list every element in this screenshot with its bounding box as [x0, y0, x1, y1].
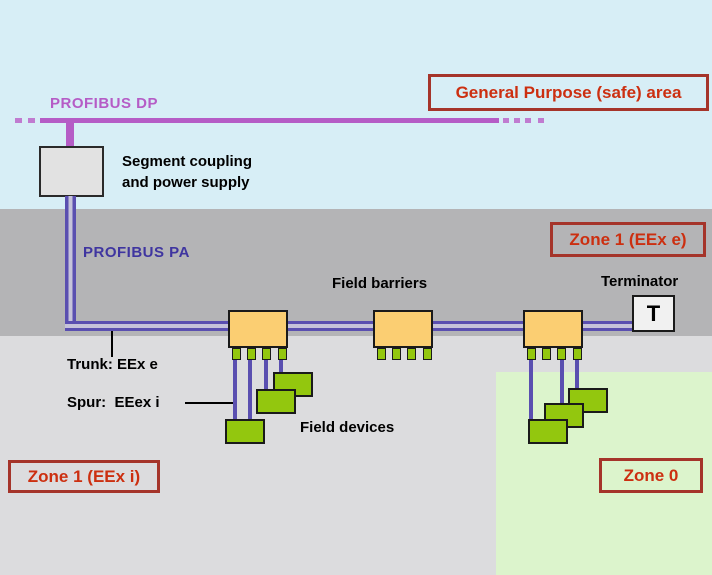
- terminator-box: T: [632, 295, 675, 332]
- field-barrier-box: [373, 310, 433, 348]
- field-devices-label: Field devices: [300, 419, 395, 436]
- barrier-connector-tab: [278, 348, 287, 360]
- dp-drop-line: [66, 121, 74, 149]
- spur-line: [529, 354, 533, 424]
- pa-trunk-horizontal-line: [65, 321, 632, 331]
- barrier-connector-tab: [407, 348, 416, 360]
- dp-dash: [15, 118, 22, 123]
- zone1-eexe-zone-label: Zone 1 (EEx e): [550, 222, 706, 257]
- field-device-box: [256, 389, 296, 414]
- barrier-connector-tab: [392, 348, 401, 360]
- spur-line: [560, 354, 564, 407]
- segment-coupler-label-line1: Segment coupling: [122, 153, 253, 170]
- terminator-symbol: T: [646, 300, 661, 326]
- terminator-label: Terminator: [601, 273, 679, 290]
- pa-trunk-vertical-line: [65, 196, 76, 331]
- spur-line: [279, 354, 283, 376]
- trunk-callout-line: [111, 331, 113, 357]
- barrier-connector-tab: [557, 348, 566, 360]
- dp-dash: [525, 118, 531, 123]
- dp-dash: [538, 118, 544, 123]
- field-barrier-box: [523, 310, 583, 348]
- field-barriers-label: Field barriers: [332, 275, 428, 292]
- barrier-connector-tab: [423, 348, 432, 360]
- dp-dash: [28, 118, 35, 123]
- field-barrier-box: [228, 310, 288, 348]
- dp-dash: [514, 118, 520, 123]
- spur-line: [248, 354, 252, 422]
- profibus-pa-label: PROFIBUS PA: [83, 244, 190, 261]
- dp-dash: [503, 118, 509, 123]
- segment-coupler-box: [39, 146, 104, 197]
- barrier-connector-tab: [542, 348, 551, 360]
- field-device-box: [225, 419, 265, 444]
- spur-callout-line: [185, 402, 233, 404]
- barrier-connector-tab: [527, 348, 536, 360]
- field-device-box: [528, 419, 568, 444]
- trunk-label: Trunk: EEx e: [67, 356, 158, 373]
- spur-line: [264, 354, 268, 393]
- profibus-dp-label: PROFIBUS DP: [50, 95, 159, 112]
- barrier-connector-tab: [262, 348, 271, 360]
- safe-area-zone-label: General Purpose (safe) area: [428, 74, 709, 111]
- barrier-connector-tab: [232, 348, 241, 360]
- barrier-connector-tab: [377, 348, 386, 360]
- segment-coupler-label-line2: and power supply: [122, 174, 250, 191]
- barrier-connector-tab: [573, 348, 582, 360]
- zone0-zone-label: Zone 0: [599, 458, 703, 493]
- safe-area-background: [0, 0, 712, 209]
- spur-line: [233, 354, 237, 424]
- zone1-eexi-zone-label: Zone 1 (EEx i): [8, 460, 160, 493]
- barrier-connector-tab: [247, 348, 256, 360]
- profibus-dp-bus-line: [40, 118, 499, 123]
- spur-label: Spur: EEex i: [67, 394, 160, 411]
- spur-line: [575, 354, 579, 392]
- zone1-eexe-band-background: [0, 209, 712, 336]
- segment-coupler-label: Segment coupling and power supply: [122, 151, 252, 193]
